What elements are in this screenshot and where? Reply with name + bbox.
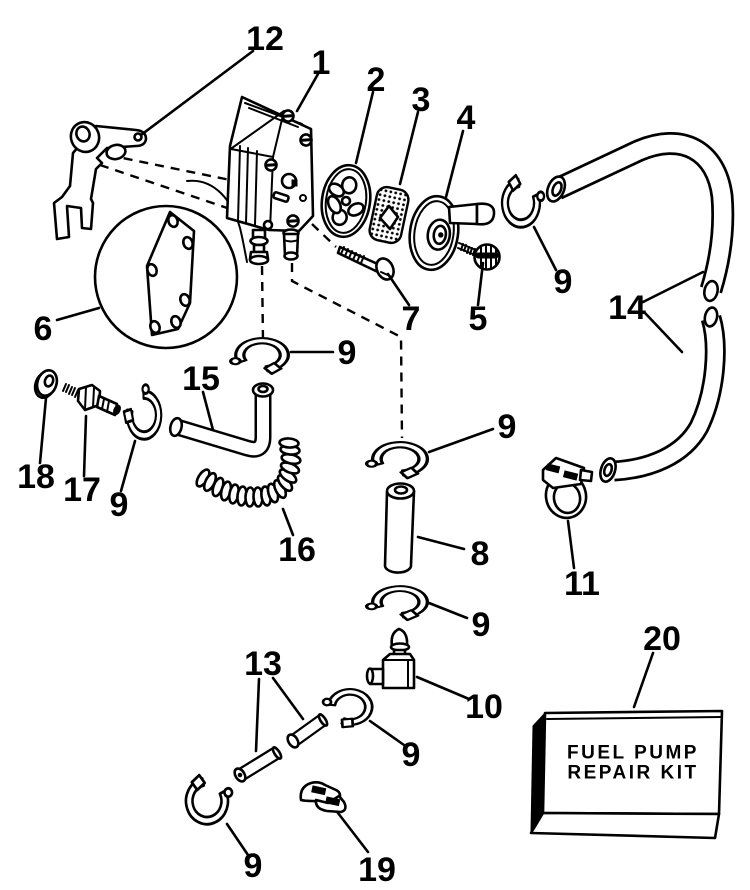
repair-kit-box: FUEL PUMP REPAIR KIT xyxy=(529,709,724,840)
callout-2: 2 xyxy=(367,61,386,99)
callout-leader-lines xyxy=(38,49,705,857)
washer xyxy=(33,368,59,400)
callout-20: 20 xyxy=(643,620,681,658)
callout-8: 8 xyxy=(471,535,490,573)
pump-cover xyxy=(408,194,496,272)
callout-18: 18 xyxy=(17,458,55,496)
pump-outlet-left xyxy=(248,228,270,266)
callout-1: 1 xyxy=(312,44,331,82)
elbow-hose xyxy=(168,382,275,458)
valve-plate xyxy=(320,163,372,239)
callout-11: 11 xyxy=(564,565,600,603)
kit-box-text-line1: FUEL PUMP xyxy=(567,743,699,764)
fuel-hose-lower xyxy=(599,306,726,483)
callout-7: 7 xyxy=(402,300,421,338)
cover-screw xyxy=(457,242,501,271)
kit-box-text-line2: REPAIR KIT xyxy=(567,763,698,784)
callout-4: 4 xyxy=(457,99,476,137)
callout-9: 9 xyxy=(244,847,263,885)
dashed-line-outlet-to-clamp xyxy=(260,265,265,342)
callout-9: 9 xyxy=(472,606,491,644)
callout-9: 9 xyxy=(498,408,517,446)
pump-outlet-right xyxy=(282,228,300,261)
callout-12: 12 xyxy=(246,20,284,58)
hose-open-end xyxy=(168,416,184,438)
mounting-bracket xyxy=(52,120,148,241)
callout-9: 9 xyxy=(402,736,421,774)
fuel-pump-body xyxy=(225,95,315,266)
callout-13: 13 xyxy=(244,645,282,683)
callout-5: 5 xyxy=(469,300,488,338)
retaining-clamp xyxy=(493,169,548,238)
connector-tubes xyxy=(233,713,329,783)
callout-9: 9 xyxy=(110,486,129,524)
callout-3: 3 xyxy=(412,81,431,119)
pump-boss-notch xyxy=(291,179,298,187)
magnifier-circle xyxy=(93,204,239,350)
gasket-detail-circle xyxy=(93,204,239,350)
assembly-dashed-lines xyxy=(99,153,404,439)
callout-9: 9 xyxy=(554,263,573,301)
retaining-clamp xyxy=(361,578,440,625)
coiled-fuel-line xyxy=(195,437,302,508)
retaining-clamp xyxy=(118,380,170,451)
pump-screw-head xyxy=(262,219,274,231)
pump-small-hole xyxy=(299,194,307,202)
retaining-clamp xyxy=(319,681,382,733)
callout-14: 14 xyxy=(608,289,646,327)
retaining-clamp xyxy=(177,770,236,834)
fitting-barb-tip xyxy=(390,627,409,648)
callout-9: 9 xyxy=(338,334,357,372)
hose-end-cap xyxy=(703,279,719,303)
callout-19: 19 xyxy=(358,851,396,889)
callout-labels: 12 1 2 3 4 5 7 6 9 15 18 17 9 16 9 8 14 … xyxy=(17,20,681,889)
mounting-bolt xyxy=(336,245,395,281)
dashed-line-bracket-lower xyxy=(99,163,237,213)
dashed-line-pump-to-bolt xyxy=(311,223,337,248)
callout-6: 6 xyxy=(34,310,53,348)
pump-slot xyxy=(272,191,290,203)
detail-view-swoosh-arc xyxy=(186,179,248,263)
hose-end-cap xyxy=(703,306,719,328)
retaining-clamp xyxy=(361,434,440,483)
cover-nipple xyxy=(447,202,496,226)
fuel-hose-upper xyxy=(545,132,735,303)
inlet-fitting xyxy=(62,383,121,417)
retaining-clamp xyxy=(226,330,299,379)
callout-15: 15 xyxy=(182,360,220,398)
clamp-screw xyxy=(578,468,594,483)
filter-cylinder xyxy=(383,482,416,574)
bracket-hole-large xyxy=(105,143,127,161)
callout-10: 10 xyxy=(465,688,503,726)
screw-hose-clamp xyxy=(541,456,594,520)
filter-screen xyxy=(368,185,410,245)
elbow-fitting xyxy=(365,627,416,690)
callout-17: 17 xyxy=(63,471,101,509)
callout-16: 16 xyxy=(278,531,316,569)
retainer-clip xyxy=(299,781,347,814)
dashed-line-bracket-upper xyxy=(107,153,241,184)
dashed-line-outlet-to-lower-clamp xyxy=(290,263,404,439)
